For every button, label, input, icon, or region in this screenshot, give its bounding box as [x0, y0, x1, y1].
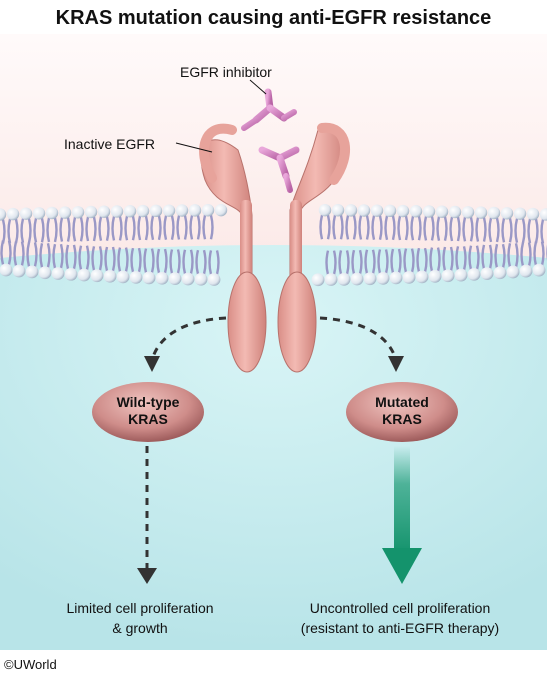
limited-line1: Limited cell proliferation [66, 600, 214, 616]
limited-line2: & growth [112, 620, 168, 636]
egfr-inhibitor-molecule [241, 88, 300, 193]
wild-type-kras-line1: Wild-type [116, 394, 180, 410]
limited-proliferation-label: Limited cell proliferation & growth [40, 598, 240, 638]
egfr-inhibitor-label: EGFR inhibitor [180, 64, 272, 80]
uncontrolled-line2: (resistant to anti-EGFR therapy) [300, 620, 500, 636]
wild-type-kras-label: Wild-type KRAS [96, 394, 200, 428]
wild-type-kras-node [92, 382, 204, 442]
arrow-to-uncontrolled [394, 446, 410, 554]
mutated-kras-node [346, 382, 458, 442]
egfr-receptor-right [277, 122, 351, 373]
cytoplasm [0, 245, 547, 650]
mutated-kras-label: Mutated KRAS [350, 394, 454, 428]
wild-type-kras-line2: KRAS [128, 411, 168, 427]
inactive-egfr-leader [175, 142, 213, 153]
uncontrolled-line1: Uncontrolled cell proliferation [309, 600, 491, 616]
arrow-head-limited [137, 568, 157, 584]
arrow-to-wild-type [150, 316, 227, 361]
arrow-to-mutated [319, 316, 398, 361]
arrow-head-wild-type [144, 356, 160, 372]
extracellular-space [0, 34, 547, 264]
arrow-head-mutated [388, 356, 404, 372]
mutated-kras-line1: Mutated [375, 394, 429, 410]
arrow-head-uncontrolled [382, 548, 422, 584]
egfr-inhibitor-leader [249, 79, 267, 95]
copyright-notice: ©UWorld [4, 657, 57, 672]
egfr-receptor-left [199, 123, 267, 373]
mutated-kras-line2: KRAS [382, 411, 422, 427]
inactive-egfr-label: Inactive EGFR [64, 136, 156, 152]
cell-membrane [0, 203, 547, 287]
uncontrolled-proliferation-label: Uncontrolled cell proliferation (resista… [272, 598, 528, 638]
diagram-title: KRAS mutation causing anti-EGFR resistan… [55, 7, 492, 29]
